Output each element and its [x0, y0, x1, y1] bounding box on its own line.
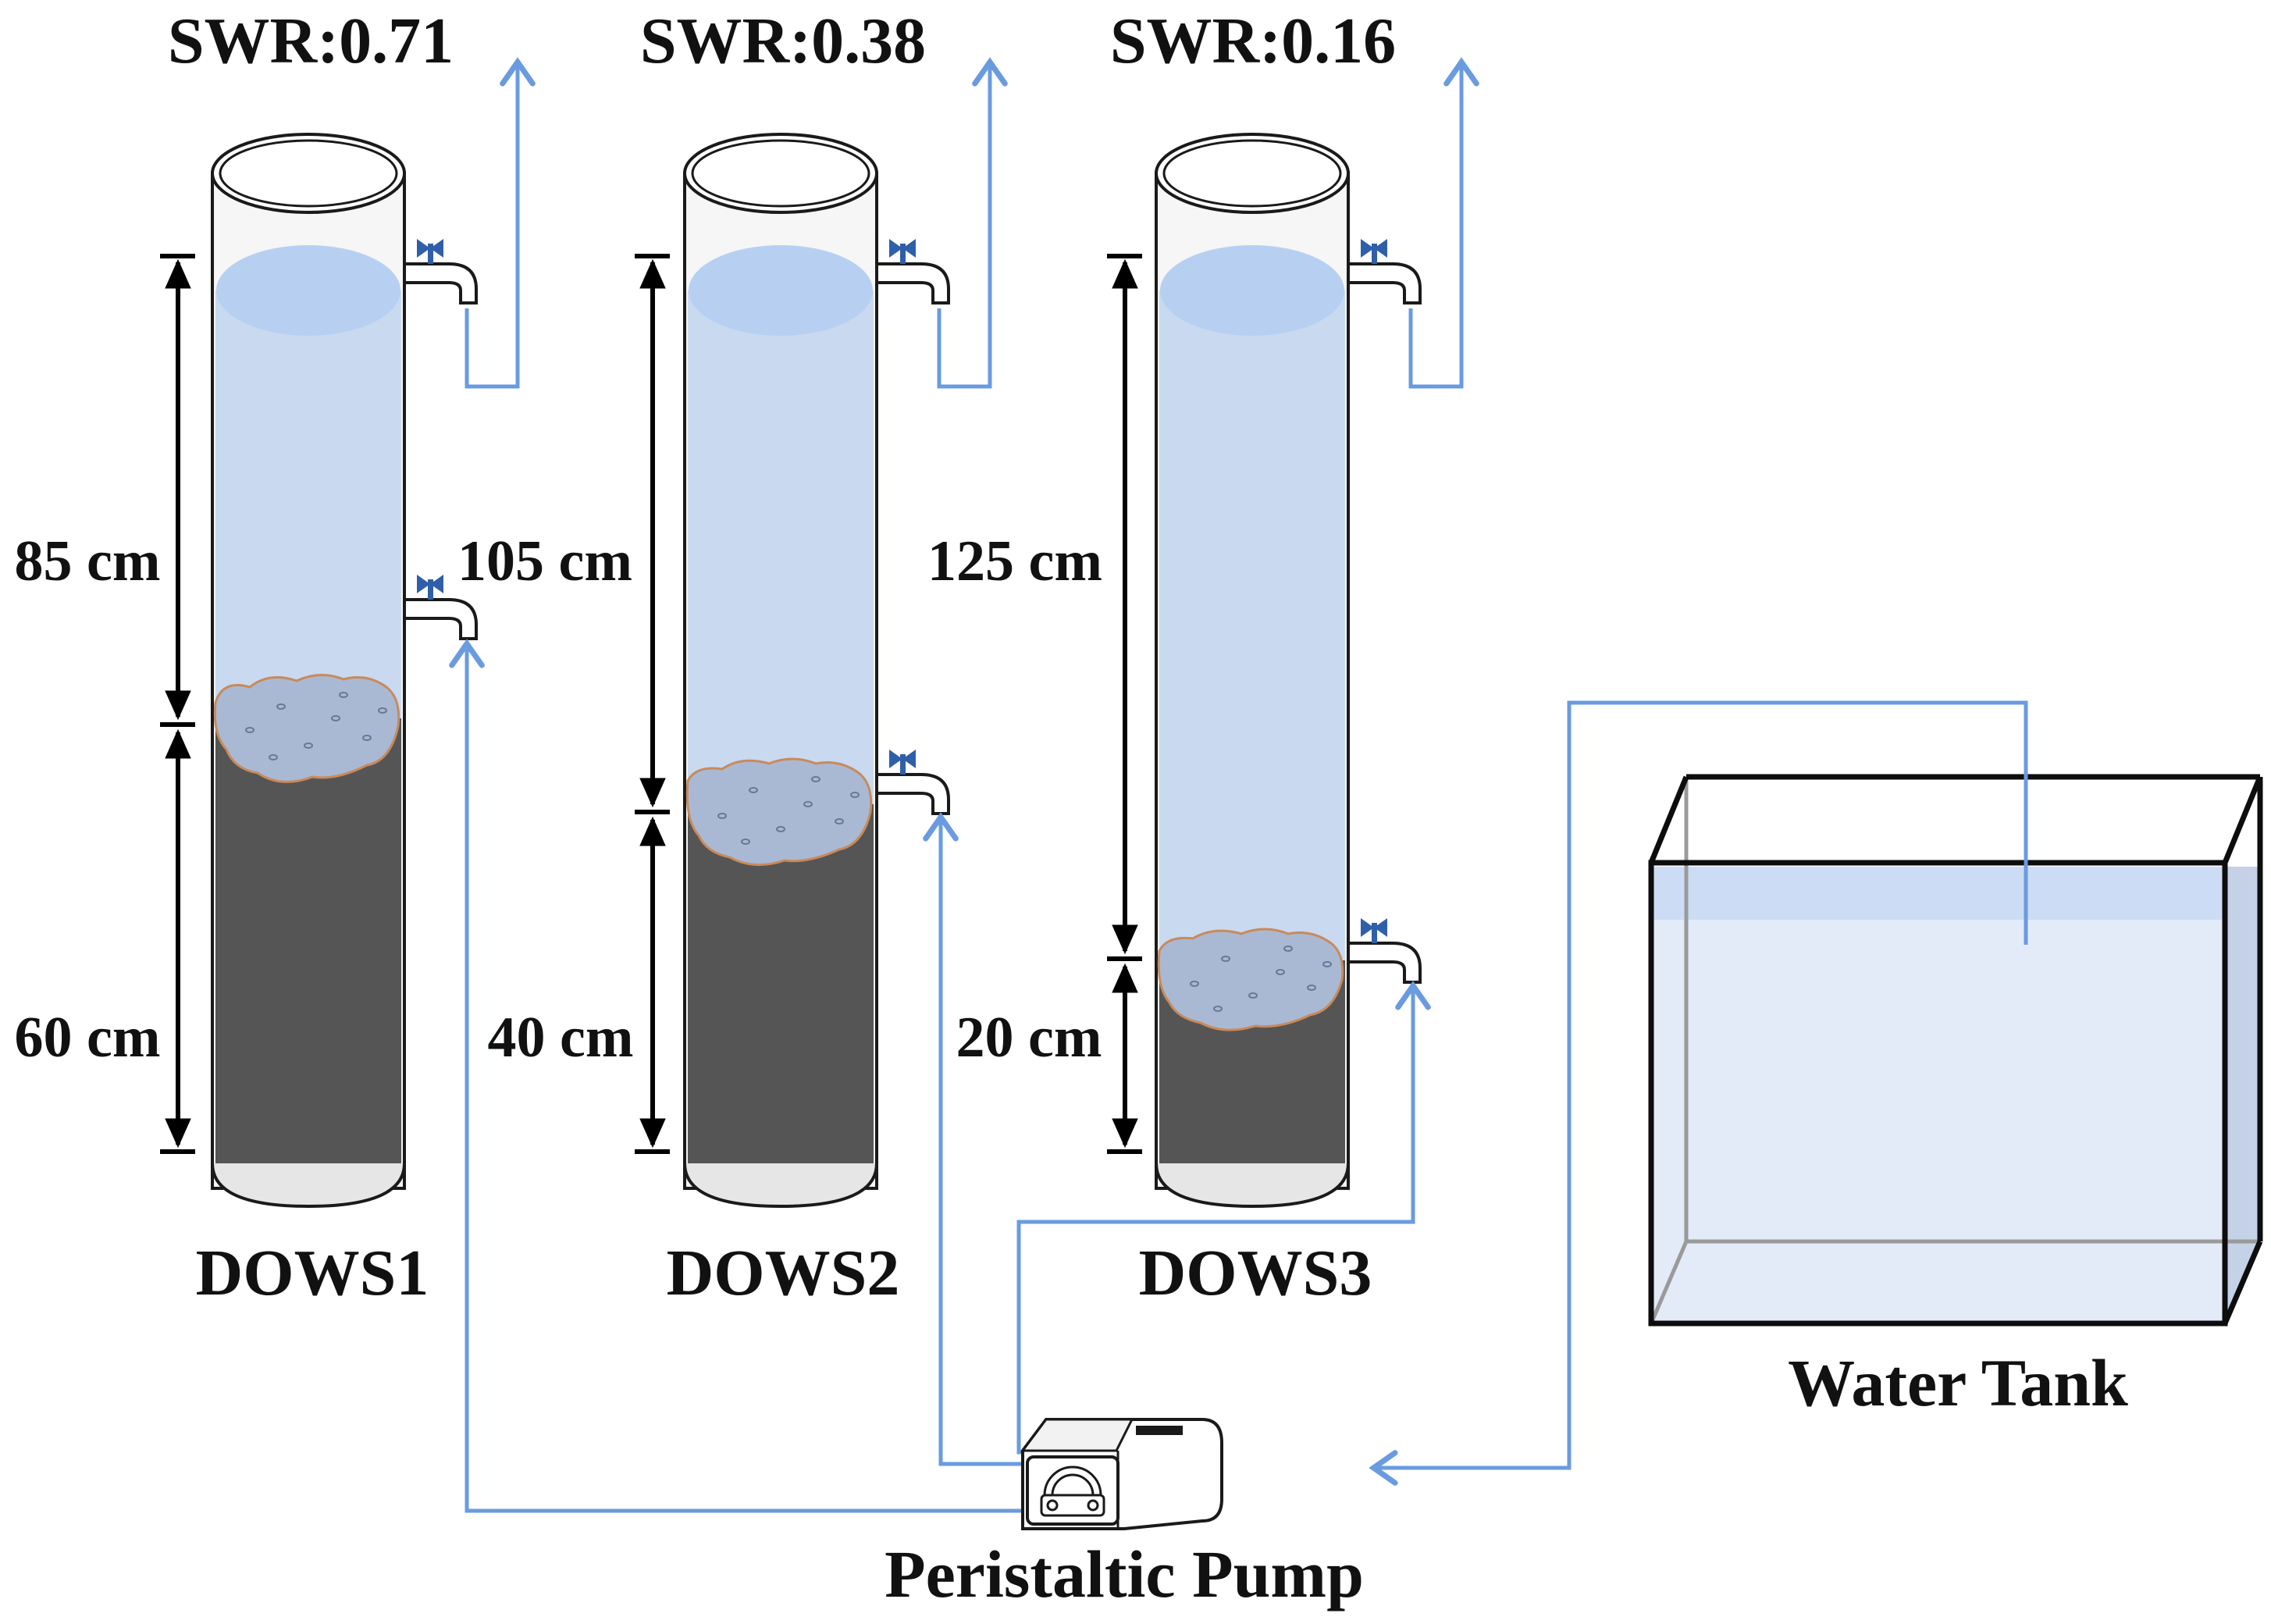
- tube-top-inner: [219, 139, 398, 208]
- tank-water-top: [1651, 867, 2260, 920]
- lower-depth-label: 40 cm: [488, 1006, 634, 1070]
- upper-outlet-faucet: [403, 239, 478, 304]
- water-surface: [216, 245, 400, 336]
- column-dows1: SWR:0.71 85 cm 60 cm DOWS1: [15, 5, 478, 1309]
- effluent-pipe-dows3: [1408, 57, 1479, 389]
- sludge-blanket: [213, 674, 400, 783]
- tank-water-front: [1651, 867, 2225, 1323]
- sediment-layer: [215, 718, 401, 1179]
- dimension-markers: [635, 254, 670, 1154]
- pump-to-dows1-pipe: [449, 639, 1023, 1513]
- upper-outlet-faucet: [1347, 239, 1422, 304]
- valve-icon: [1361, 918, 1387, 943]
- column-name: DOWS2: [667, 1237, 900, 1309]
- lower-depth-label: 60 cm: [15, 1006, 161, 1070]
- pump-slot: [1136, 1426, 1183, 1435]
- upper-depth-label: 105 cm: [457, 529, 632, 593]
- lower-inlet-faucet: [1347, 918, 1422, 984]
- tube-top-rim: [211, 133, 406, 214]
- feed-pipes: [449, 639, 2028, 1513]
- column-dows2: SWR:0.38 105 cm 40 cm DOWS2: [457, 5, 950, 1309]
- upper-outlet-faucet: [875, 239, 950, 304]
- sediment-layer: [688, 804, 874, 1179]
- tube-top-inner: [691, 139, 870, 208]
- tube-bottom: [211, 1163, 406, 1209]
- tube-top-inner: [1162, 139, 1342, 208]
- pump-label: Peristaltic Pump: [885, 1537, 1364, 1612]
- column-name: DOWS1: [196, 1237, 429, 1309]
- tube-top-rim: [683, 133, 878, 214]
- pump-to-dows2-pipe: [923, 812, 1023, 1466]
- valve-icon: [889, 750, 916, 775]
- water-surface: [1160, 245, 1344, 336]
- tube-top-rim: [1155, 133, 1350, 214]
- effluent-pipe-dows2: [937, 57, 1008, 389]
- valve-icon: [417, 575, 443, 600]
- swr-label: SWR:0.38: [640, 5, 926, 77]
- swr-label: SWR:0.71: [168, 5, 454, 77]
- tank-frame: [1648, 774, 2263, 1327]
- column-name: DOWS3: [1139, 1237, 1372, 1309]
- lower-inlet-faucet: [875, 750, 950, 815]
- peristaltic-pump: Peristaltic Pump: [885, 1418, 1364, 1612]
- dimension-markers: [1107, 254, 1142, 1154]
- pump-top-face: [1020, 1418, 1134, 1452]
- upper-depth-label: 85 cm: [15, 529, 161, 593]
- sludge-particles: [1190, 946, 1332, 1012]
- sludge-blanket: [1157, 928, 1344, 1031]
- tank-label: Water Tank: [1788, 1345, 2128, 1420]
- valve-icon: [1361, 239, 1387, 264]
- tube-bottom: [1155, 1163, 1350, 1209]
- dimension-markers: [160, 254, 195, 1154]
- swr-label: SWR:0.16: [1110, 5, 1396, 77]
- sludge-blanket: [685, 757, 873, 867]
- valve-icon: [417, 239, 443, 264]
- pump-head-icon: [1040, 1466, 1105, 1517]
- effluent-pipes: [465, 57, 1479, 389]
- effluent-pipe-dows1: [465, 57, 536, 389]
- upper-depth-label: 125 cm: [927, 529, 1102, 593]
- pump-to-dows3-pipe: [1016, 981, 1431, 1455]
- tank-back-edges: [1649, 777, 2260, 1324]
- water-tank: Water Tank: [1648, 774, 2263, 1420]
- lower-depth-label: 20 cm: [956, 1006, 1102, 1070]
- tank-to-pump-pipe: [1369, 700, 2028, 1486]
- sludge-particles: [717, 776, 860, 845]
- column-dows3: SWR:0.16 125 cm 20 cm DOWS3: [927, 5, 1422, 1309]
- valve-icon: [889, 239, 916, 264]
- sludge-particles: [245, 692, 387, 760]
- water-surface: [689, 245, 873, 336]
- lower-inlet-faucet: [403, 575, 478, 640]
- water-body: [1159, 290, 1345, 970]
- tube-bottom: [683, 1163, 878, 1209]
- tank-water-side: [2225, 867, 2260, 1323]
- water-body: [688, 290, 874, 814]
- water-body: [215, 290, 401, 728]
